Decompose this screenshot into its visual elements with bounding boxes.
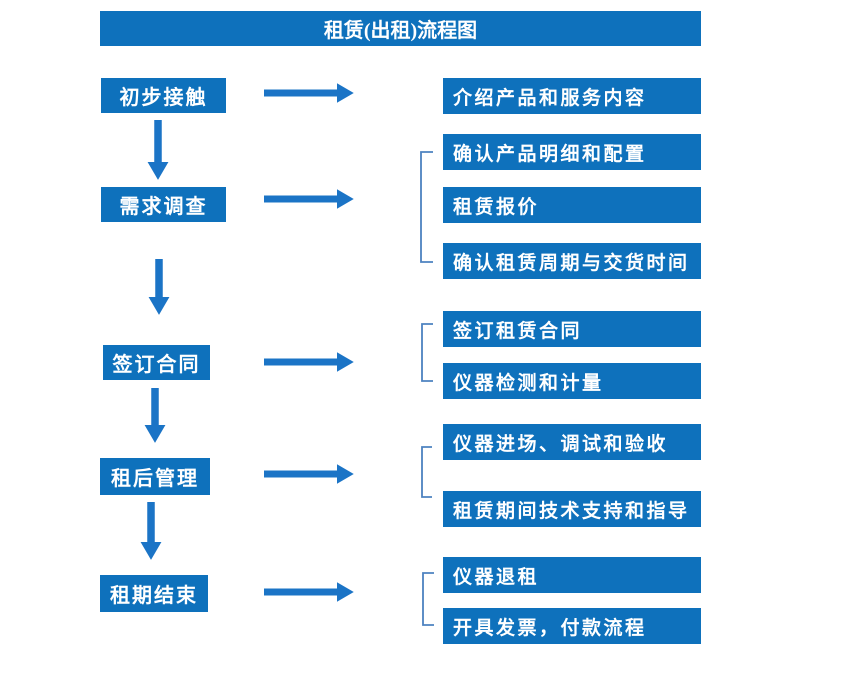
step-box-demand-survey: 需求调查 — [101, 187, 226, 222]
flowchart-title-bar: 租赁(出租)流程图 — [100, 11, 701, 46]
step-box-post-rental-management: 租后管理 — [100, 458, 210, 495]
detail-box-technical-support: 租赁期间技术支持和指导 — [443, 491, 701, 527]
flowchart-title: 租赁(出租)流程图 — [323, 20, 478, 42]
detail-box-sign-rental-contract: 签订租赁合同 — [443, 311, 701, 347]
bracket-demand-survey-group — [420, 151, 433, 263]
detail-box-confirm-rental-period: 确认租赁周期与交货时间 — [443, 243, 701, 279]
detail-box-instrument-testing: 仪器检测和计量 — [443, 363, 701, 399]
detail-box-invoice-payment: 开具发票，付款流程 — [443, 608, 701, 644]
step-box-rental-end: 租期结束 — [100, 575, 208, 612]
detail-box-instrument-return: 仪器退租 — [443, 557, 701, 593]
bracket-sign-contract-group — [421, 323, 433, 382]
detail-box-introduce-products: 介绍产品和服务内容 — [443, 78, 701, 114]
detail-box-confirm-product-details: 确认产品明细和配置 — [443, 134, 701, 170]
detail-box-instrument-setup: 仪器进场、调试和验收 — [443, 424, 701, 460]
step-box-sign-contract: 签订合同 — [103, 345, 210, 380]
step-box-initial-contact: 初步接触 — [101, 78, 226, 113]
bracket-post-rental-group — [421, 446, 432, 498]
bracket-rental-end-group — [422, 572, 434, 626]
detail-box-rental-quote: 租赁报价 — [443, 187, 701, 223]
